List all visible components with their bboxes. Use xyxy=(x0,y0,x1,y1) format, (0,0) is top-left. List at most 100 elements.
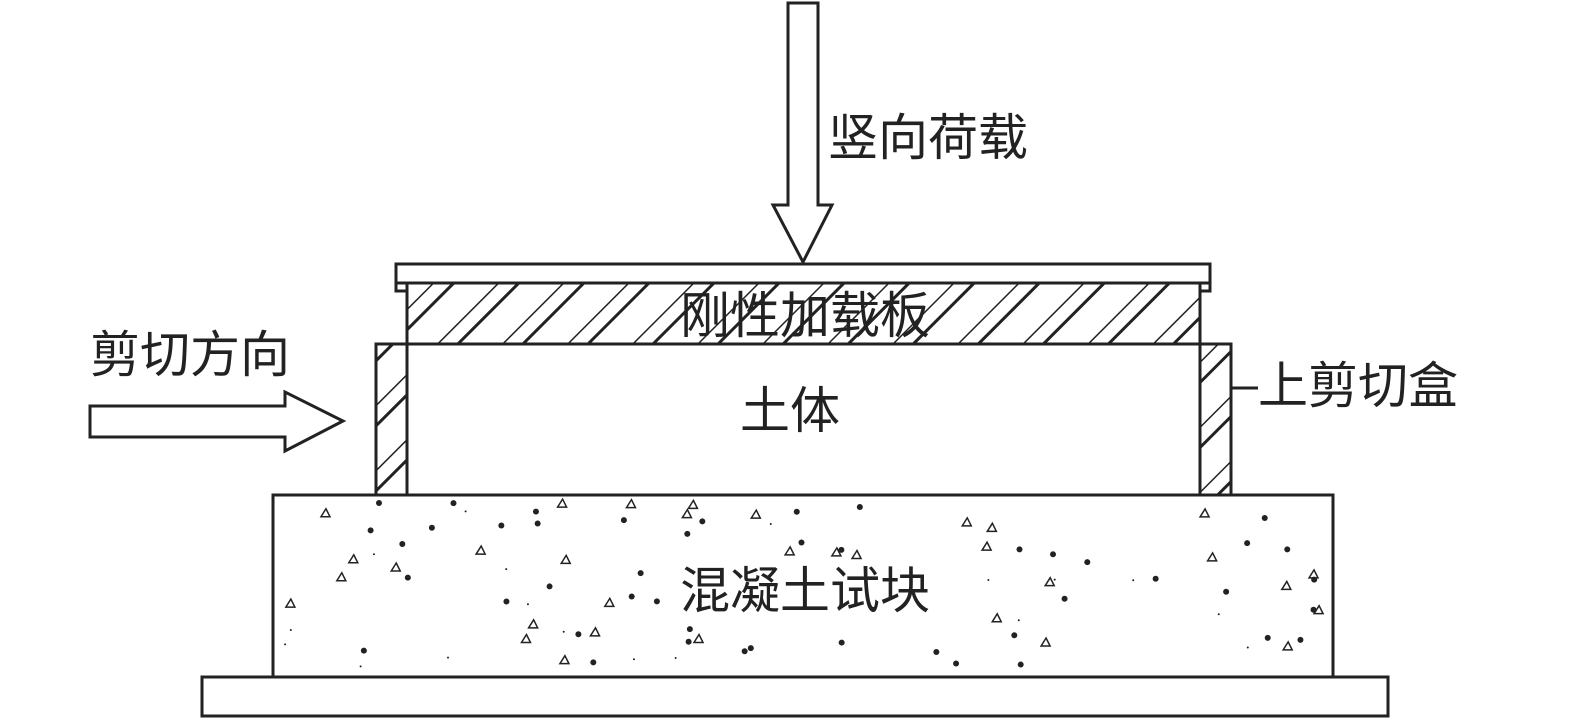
aggregate-particle xyxy=(980,540,993,551)
concrete-block xyxy=(271,493,1335,679)
aggregate-particle xyxy=(1311,576,1318,583)
shear-direction-label: 剪切方向 xyxy=(90,326,290,384)
aggregate-particle xyxy=(1132,579,1135,582)
plate-notch-right xyxy=(1200,283,1212,293)
aggregate-particle xyxy=(987,579,990,582)
aggregate-particle xyxy=(575,631,582,638)
aggregate-particle xyxy=(1312,604,1325,615)
concrete-block-label: 混凝土试块 xyxy=(680,562,930,620)
aggregate-particle xyxy=(590,659,597,666)
aggregate-particle xyxy=(526,603,529,606)
aggregate-particle xyxy=(1050,551,1057,558)
aggregate-particle xyxy=(628,593,635,600)
aggregate-particle xyxy=(319,507,332,518)
aggregate-particle xyxy=(620,517,627,524)
aggregate-particle xyxy=(558,654,571,665)
aggregate-particle xyxy=(749,508,762,519)
aggregate-particle xyxy=(1084,559,1091,566)
aggregate-particle xyxy=(1061,595,1068,602)
aggregate-particle xyxy=(686,626,693,633)
aggregate-particle xyxy=(498,522,505,529)
aggregate-particle xyxy=(335,571,348,582)
aggregate-particle xyxy=(830,546,843,557)
aggregate-particle xyxy=(838,639,845,646)
aggregate-particle xyxy=(1017,661,1024,668)
aggregate-particle xyxy=(933,648,940,655)
aggregate-particle xyxy=(546,583,553,590)
aggregate-particle xyxy=(1039,636,1052,647)
aggregate-particle xyxy=(474,544,487,555)
aggregate-particle xyxy=(741,648,748,655)
vertical-load-arrow xyxy=(770,1,835,266)
aggregate-particle xyxy=(681,508,693,519)
aggregate-particle xyxy=(360,647,367,654)
rigid-loading-plate-label: 刚性加载板 xyxy=(680,287,930,345)
soil-body xyxy=(405,342,1202,497)
aggregate-particle xyxy=(1244,540,1251,547)
aggregate-particle xyxy=(1281,640,1294,651)
aggregate-particle xyxy=(505,568,508,571)
aggregate-particle xyxy=(685,638,692,645)
aggregate-particle xyxy=(428,524,435,531)
shear-direction-arrow xyxy=(88,389,347,454)
aggregate-particle xyxy=(520,633,532,644)
aggregate-particle xyxy=(1017,619,1020,622)
aggregate-particle xyxy=(1011,632,1018,639)
aggregate-particle xyxy=(953,660,960,667)
aggregate-particle xyxy=(798,539,805,546)
aggregate-particle xyxy=(603,596,616,608)
aggregate-particle xyxy=(990,612,1003,623)
aggregate-particle xyxy=(687,498,699,510)
aggregate-particle xyxy=(1223,588,1230,595)
aggregate-particle xyxy=(527,618,539,629)
aggregate-particle xyxy=(1297,636,1304,643)
aggregate-particle xyxy=(637,570,644,577)
aggregate-particle xyxy=(960,516,973,527)
aggregate-particle xyxy=(625,498,637,509)
aggregate-particle xyxy=(1043,576,1056,587)
aggregate-particle xyxy=(347,553,360,564)
aggregate-particle xyxy=(389,561,402,572)
top-plate xyxy=(394,262,1212,285)
aggregate-particle xyxy=(450,500,457,507)
aggregate-particle xyxy=(838,546,845,553)
vertical-load-label: 竖向荷载 xyxy=(828,109,1028,167)
shear-box-left-wall xyxy=(374,342,409,497)
plate-notch xyxy=(394,283,406,293)
aggregate-particle xyxy=(653,598,660,605)
aggregate-particle xyxy=(284,643,287,646)
shear-box-right-wall xyxy=(1198,342,1233,497)
aggregate-particle xyxy=(562,630,565,633)
aggregate-particle xyxy=(674,656,677,659)
aggregate-particle xyxy=(692,632,705,644)
aggregate-particle xyxy=(1280,579,1293,591)
aggregate-particle xyxy=(1198,507,1211,518)
aggregate-particle xyxy=(793,508,800,515)
aggregate-particle xyxy=(589,626,601,637)
aggregate-particle xyxy=(632,658,635,661)
aggregate-particle xyxy=(367,527,374,534)
aggregate-particle xyxy=(699,518,706,525)
soil-label: 土体 xyxy=(740,382,840,440)
aggregate-particle xyxy=(534,520,541,527)
aggregate-particle xyxy=(375,500,382,507)
aggregate-particle xyxy=(289,629,292,632)
aggregate-particle xyxy=(684,530,691,537)
aggregate-particle xyxy=(399,540,406,547)
aggregate-particle xyxy=(1261,515,1268,522)
aggregate-particle xyxy=(1217,613,1220,616)
aggregate-particle xyxy=(1152,575,1159,582)
base-plate xyxy=(200,675,1390,718)
aggregate-particle xyxy=(284,597,297,608)
aggregate-particle xyxy=(1016,546,1023,553)
aggregate-particle xyxy=(1264,634,1271,641)
aggregate-particle xyxy=(856,504,863,511)
concrete-aggregate xyxy=(284,497,1325,668)
aggregate-particle xyxy=(783,545,796,556)
aggregate-particle xyxy=(850,548,863,560)
aggregate-particle xyxy=(1284,546,1291,553)
aggregate-particle xyxy=(446,656,449,659)
aggregate-particle xyxy=(1206,551,1218,562)
aggregate-particle xyxy=(1246,646,1249,649)
